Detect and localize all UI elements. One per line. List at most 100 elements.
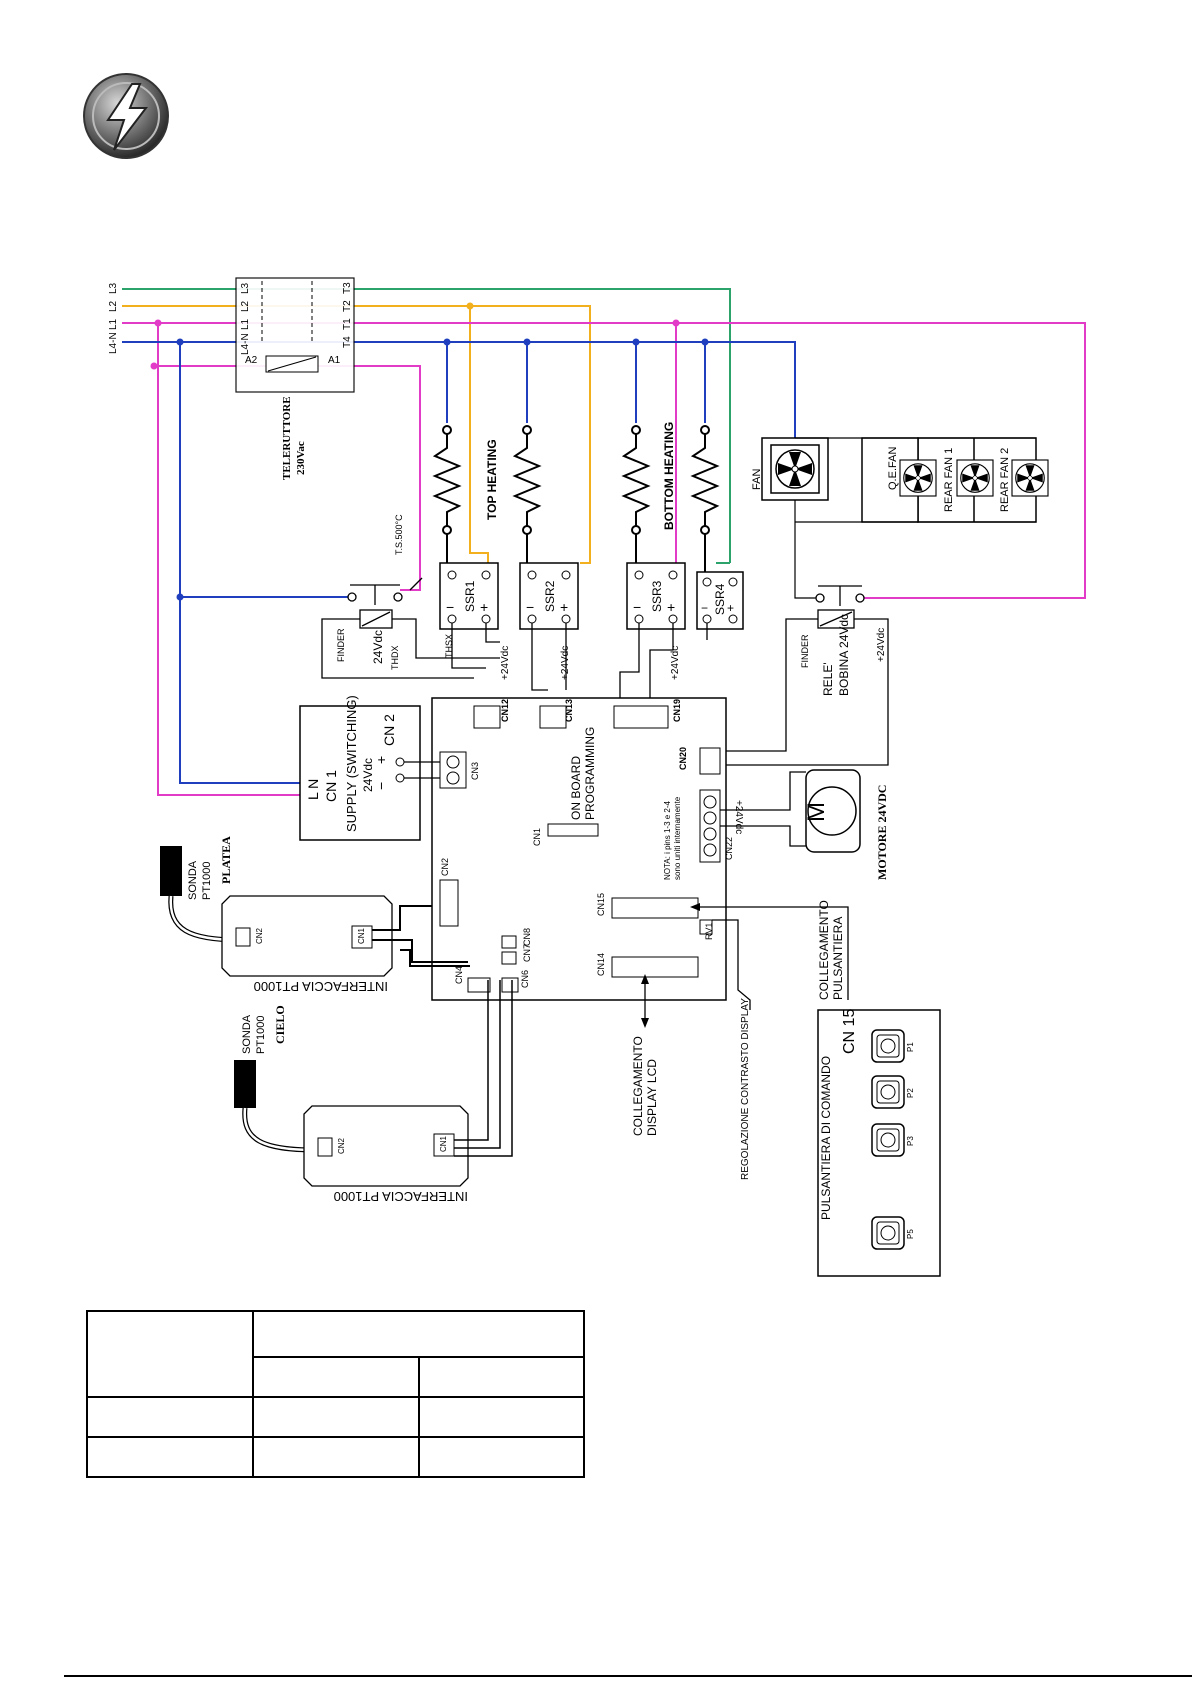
- probe-top-line3: PLATEA: [219, 836, 233, 884]
- contactor-coil-a2: A2: [245, 355, 258, 366]
- ssr-relays: SSR1 SSR2 SSR3 SSR4 −+ −+ −+ −+: [439, 562, 744, 630]
- table-cell: [252, 1310, 585, 1358]
- table-row: [86, 1436, 585, 1478]
- top-heating-label: TOP HEATING: [485, 439, 499, 520]
- relay-right-label2: BOBINA 24Vdc: [837, 614, 851, 696]
- cn1-label: CN1: [532, 828, 542, 846]
- mains-n: L4-N: [108, 332, 119, 354]
- relay-right-supply: +24Vdc: [876, 628, 887, 662]
- relay-left-voltage: 24Vdc: [371, 630, 385, 664]
- cn13-label: CN13: [564, 699, 574, 722]
- interface-top-cn2: CN2: [255, 927, 264, 944]
- plus24-cn19: +24Vdc: [670, 646, 681, 680]
- board-note-line2: sono uniti internamente: [673, 796, 682, 880]
- plus24-cn12: +24Vdc: [500, 646, 511, 680]
- contactor-in-l2: L2: [240, 300, 251, 312]
- svg-text:−: −: [526, 599, 534, 615]
- contactor-in-l1: L1: [240, 318, 251, 330]
- table-cell: [418, 1356, 585, 1398]
- interface-top: CN2 CN1 INTERFACCIA PT1000 SONDA PT1000 …: [160, 836, 470, 994]
- display-link: COLLEGAMENTO DISPLAY LCD: [631, 974, 659, 1136]
- cn22-label: CN22: [724, 837, 734, 860]
- interface-bottom-cn1: CN1: [439, 1135, 448, 1152]
- table-row: [86, 1310, 585, 1398]
- contactor: L3 L2 L1 L4-N T3 T2 T1 T4 A2 A1 TELERUTT…: [235, 277, 355, 480]
- probe-bottom-line1: SONDA: [241, 1014, 253, 1054]
- cn22-plus24: +24Vdc: [733, 800, 744, 834]
- supply-minus: −: [373, 782, 389, 790]
- interface-bottom: CN2 CN1 INTERFACCIA PT1000 SONDA PT1000 …: [234, 980, 513, 1204]
- motor-symbol: M: [803, 802, 830, 822]
- cn19-label: CN19: [672, 699, 682, 722]
- svg-text:−: −: [633, 599, 641, 615]
- cn7-label: CN7: [522, 944, 532, 962]
- table-cell: [252, 1396, 420, 1438]
- fan-main: [761, 437, 829, 501]
- supply-cn1: CN 1: [323, 770, 339, 802]
- bottom-heating-label: BOTTOM HEATING: [662, 422, 676, 530]
- button-panel: PULSANTIERA DI COMANDO CN 15 P1 P2 P3 P5: [817, 1009, 941, 1277]
- contactor-in-l3: L3: [240, 282, 251, 294]
- svg-text:−: −: [446, 599, 454, 615]
- mains-l2: L2: [108, 300, 119, 312]
- relay-right-brand: FINDER: [800, 634, 810, 668]
- contactor-out-t4: T4: [342, 336, 353, 348]
- table-cell: [418, 1396, 585, 1438]
- contactor-coil-a1: A1: [328, 355, 341, 366]
- relay-left-label: FINDER: [336, 628, 346, 662]
- button-p2-label: P2: [906, 1088, 915, 1098]
- wire-junctions: [150, 302, 709, 601]
- mains-l1: L1: [108, 318, 119, 330]
- relay-right-label1: RELE': [821, 662, 835, 696]
- buttons-link-line1: COLLEGAMENTO: [817, 900, 831, 1000]
- empty-spec-table: [86, 1310, 585, 1478]
- interface-bottom-cn2: CN2: [337, 1137, 346, 1154]
- probe-bottom-line2: PT1000: [255, 1015, 267, 1054]
- mains-l3: L3: [108, 282, 119, 294]
- display-link-line2: DISPLAY LCD: [645, 1059, 659, 1136]
- wire-l2: [122, 305, 591, 564]
- table-cell: [418, 1436, 585, 1478]
- lightning-icon: [83, 73, 169, 159]
- cn4-label: CN4: [454, 966, 464, 984]
- motor-label: MOTORE 24VDC: [875, 785, 889, 880]
- cn2-label: CN2: [440, 858, 450, 876]
- mains-labels: L3 L2 L1 L4-N: [108, 282, 119, 354]
- ssr1-label: SSR1: [463, 580, 477, 612]
- button-p3-label: P3: [906, 1136, 915, 1146]
- contactor-voltage: 230Vac: [295, 441, 307, 475]
- relay-left: [321, 577, 500, 679]
- ssr4-label: SSR4: [713, 583, 727, 615]
- svg-text:+: +: [480, 599, 488, 615]
- svg-text:+: +: [667, 599, 675, 615]
- button-p2: [871, 1075, 905, 1109]
- svg-text:+: +: [560, 599, 568, 615]
- interface-top-label: INTERFACCIA PT1000: [254, 979, 388, 994]
- plus24-cn13: +24Vdc: [560, 646, 571, 680]
- svg-text:+: +: [727, 601, 734, 615]
- fan-main-label: FAN: [751, 469, 763, 490]
- contactor-label: TELERUTTORE: [281, 396, 293, 480]
- power-supply: L N CN 1 SUPPLY (SWITCHING) 24Vdc − + CN…: [299, 695, 440, 841]
- contrast-label: REGOLAZIONE CONTRASTO DISPLAY: [740, 998, 751, 1180]
- contactor-in-n: L4-N: [240, 333, 251, 355]
- button-panel-connector: CN 15: [841, 1009, 858, 1054]
- cn6-label: CN6: [520, 970, 530, 988]
- programming-line2: PROGRAMMING: [583, 727, 597, 820]
- table-cell: [86, 1396, 254, 1438]
- supply-wires: [122, 288, 1086, 796]
- cn20-label: CN20: [678, 747, 688, 770]
- probe-top-line2: PT1000: [201, 861, 213, 900]
- buttons-link: COLLEGAMENTO PULSANTIERA: [690, 900, 849, 1000]
- motor: M MOTORE 24VDC: [720, 769, 889, 880]
- table-row: [86, 1396, 585, 1438]
- supply-plus: +: [373, 756, 389, 764]
- wire-l1: [122, 322, 1086, 599]
- supply-voltage: 24Vdc: [361, 758, 375, 792]
- cn3-label: CN3: [470, 762, 480, 780]
- programming-line1: ON BOARD: [569, 756, 583, 820]
- contactor-out-t3: T3: [342, 282, 353, 294]
- contrast-line: [712, 919, 751, 1010]
- contactor-out-t1: T1: [342, 318, 353, 330]
